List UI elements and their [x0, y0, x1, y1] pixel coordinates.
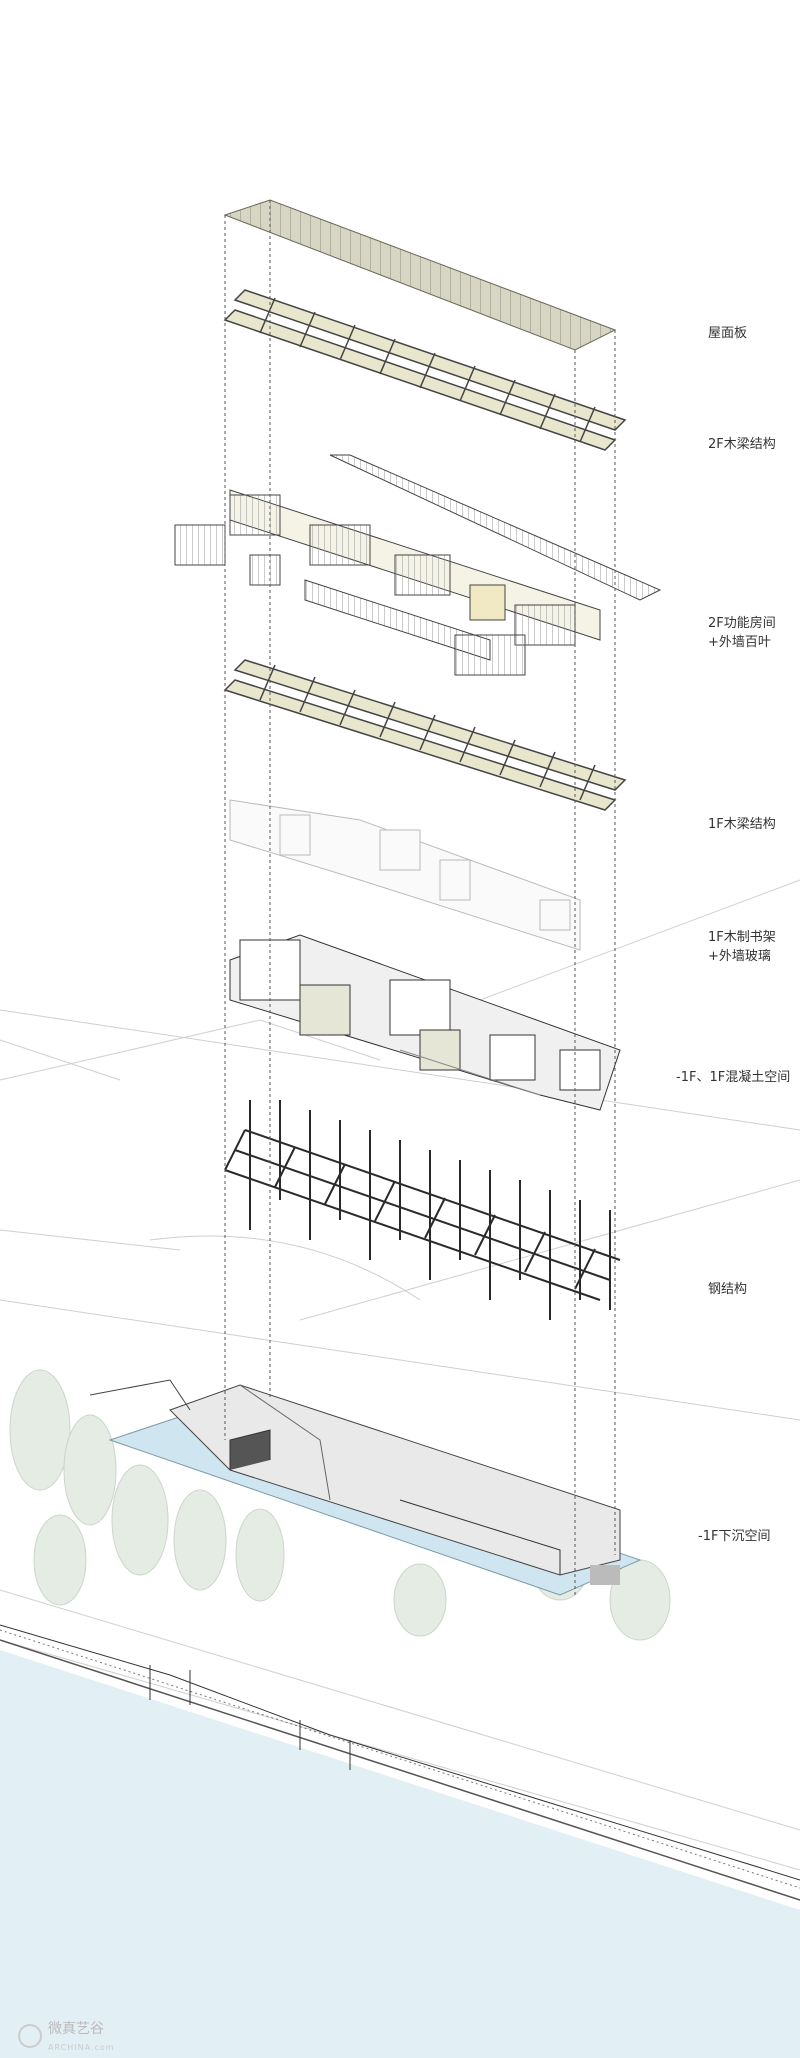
layer-label-steel-structure: 钢结构 — [708, 1282, 748, 1297]
steel-structure — [224, 1100, 621, 1320]
layer-label-1f-timber-beams: 1F木梁结构 — [708, 817, 776, 832]
layer-label-roof-panel: 屋面板 — [708, 326, 748, 341]
watermark-logo-icon — [18, 2024, 42, 2048]
trees — [9, 1369, 671, 1641]
timber-beams-2f — [223, 289, 627, 451]
layer-label-1f-timber-shelves-line1: 1F木制书架 — [708, 930, 776, 945]
layer-label-2f-function-rooms-line2: +外墙百叶 — [708, 635, 771, 650]
projection-lines — [224, 200, 616, 1595]
watermark-subtext: ARCHINA.com — [48, 2043, 115, 2052]
function-rooms-2f — [174, 454, 662, 676]
embankment-railing — [0, 1624, 800, 1881]
layer-label-2f-timber-beams: 2F木梁结构 — [708, 437, 776, 452]
river — [0, 1629, 800, 2058]
layer-label-1f-timber-shelves-line2: +外墙玻璃 — [708, 949, 771, 964]
layer-label-1f-timber-shelves: 1F木制书架 +外墙玻璃 — [708, 928, 776, 966]
timber-beams-1f — [223, 659, 627, 811]
watermark: 微真艺谷 ARCHINA.com — [18, 2018, 115, 2054]
layer-label-2f-function-rooms: 2F功能房间 +外墙百叶 — [708, 614, 776, 652]
concrete-space — [229, 934, 621, 1111]
layer-label-2f-function-rooms-line1: 2F功能房间 — [708, 616, 776, 631]
layer-label-concrete-space: -1F、1F混凝土空间 — [676, 1070, 791, 1085]
watermark-text: 微真艺谷 — [48, 2021, 104, 2037]
site-context-lines — [0, 879, 800, 1871]
sunken-space — [89, 1379, 642, 1596]
timber-shelves-glass — [229, 799, 581, 951]
layer-label-sunken-space: -1F下沉空间 — [698, 1529, 771, 1544]
